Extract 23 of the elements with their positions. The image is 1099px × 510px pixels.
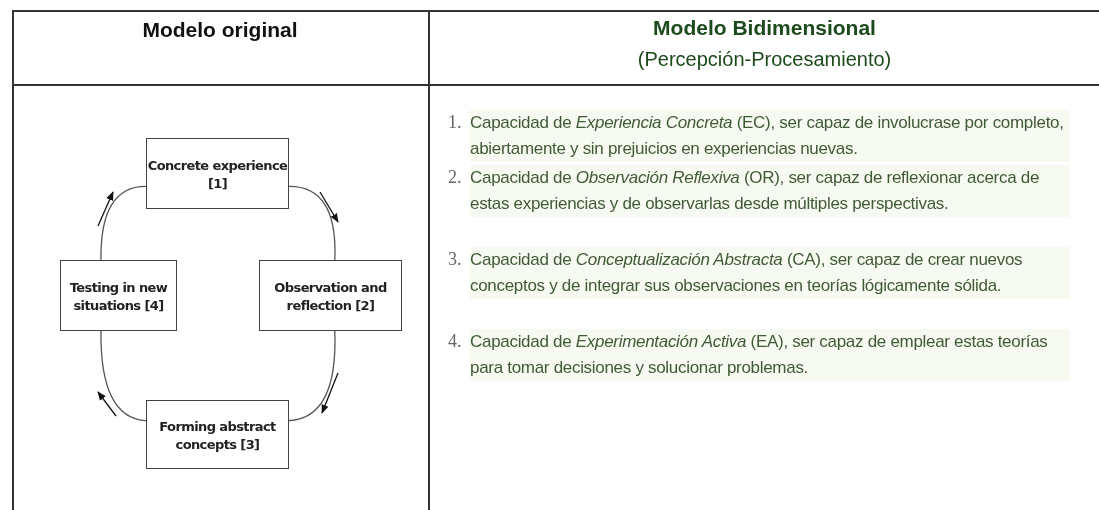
- box-label: Concrete experience [1]: [147, 157, 288, 191]
- list-item-text: Capacidad de Observación Reflexiva (OR), ser capaz de reflexionar acerca de estas experiencias y de observarlas desde múltiples perspectivas.: [470, 165, 1070, 217]
- list-number: 4.: [448, 331, 462, 352]
- list-number: 3.: [448, 249, 462, 270]
- cycle-connector: [100, 185, 147, 261]
- cycle-connector: [288, 330, 336, 422]
- cycle-connector: [288, 185, 336, 261]
- cycle-connector: [100, 330, 147, 422]
- process-box: [146, 400, 289, 469]
- process-box: [146, 138, 289, 209]
- column-header: Modelo Bidimensional: [652, 16, 877, 40]
- list-item-text: Capacidad de Experimentación Activa (EA), ser capaz de emplear estas teorías para tomar decisiones y solucionar problemas.: [470, 329, 1070, 381]
- process-box: [259, 260, 402, 331]
- box-label: Testing in new situations [4]: [69, 279, 168, 313]
- list-item-text: Capacidad de Conceptualización Abstracta (CA), ser capaz de crear nuevos conceptos y de integrar sus observaciones en teorías lógicamente sólida.: [470, 247, 1070, 299]
- list-number: 2.: [448, 167, 462, 188]
- box-label: Forming abstract concepts [3]: [159, 418, 276, 452]
- box-label: Observation and reflection [2]: [274, 279, 387, 313]
- process-box: [60, 260, 177, 331]
- list-number: 1.: [448, 112, 462, 133]
- list-item-text: Capacidad de Experiencia Concreta (EC), ser capaz de involucrase por completo, abiertamente y sin prejuicios en experiencias nuevas.: [470, 110, 1070, 162]
- column-subheader: (Percepción-Procesamiento): [636, 48, 893, 71]
- column-header: Modelo original: [141, 18, 299, 42]
